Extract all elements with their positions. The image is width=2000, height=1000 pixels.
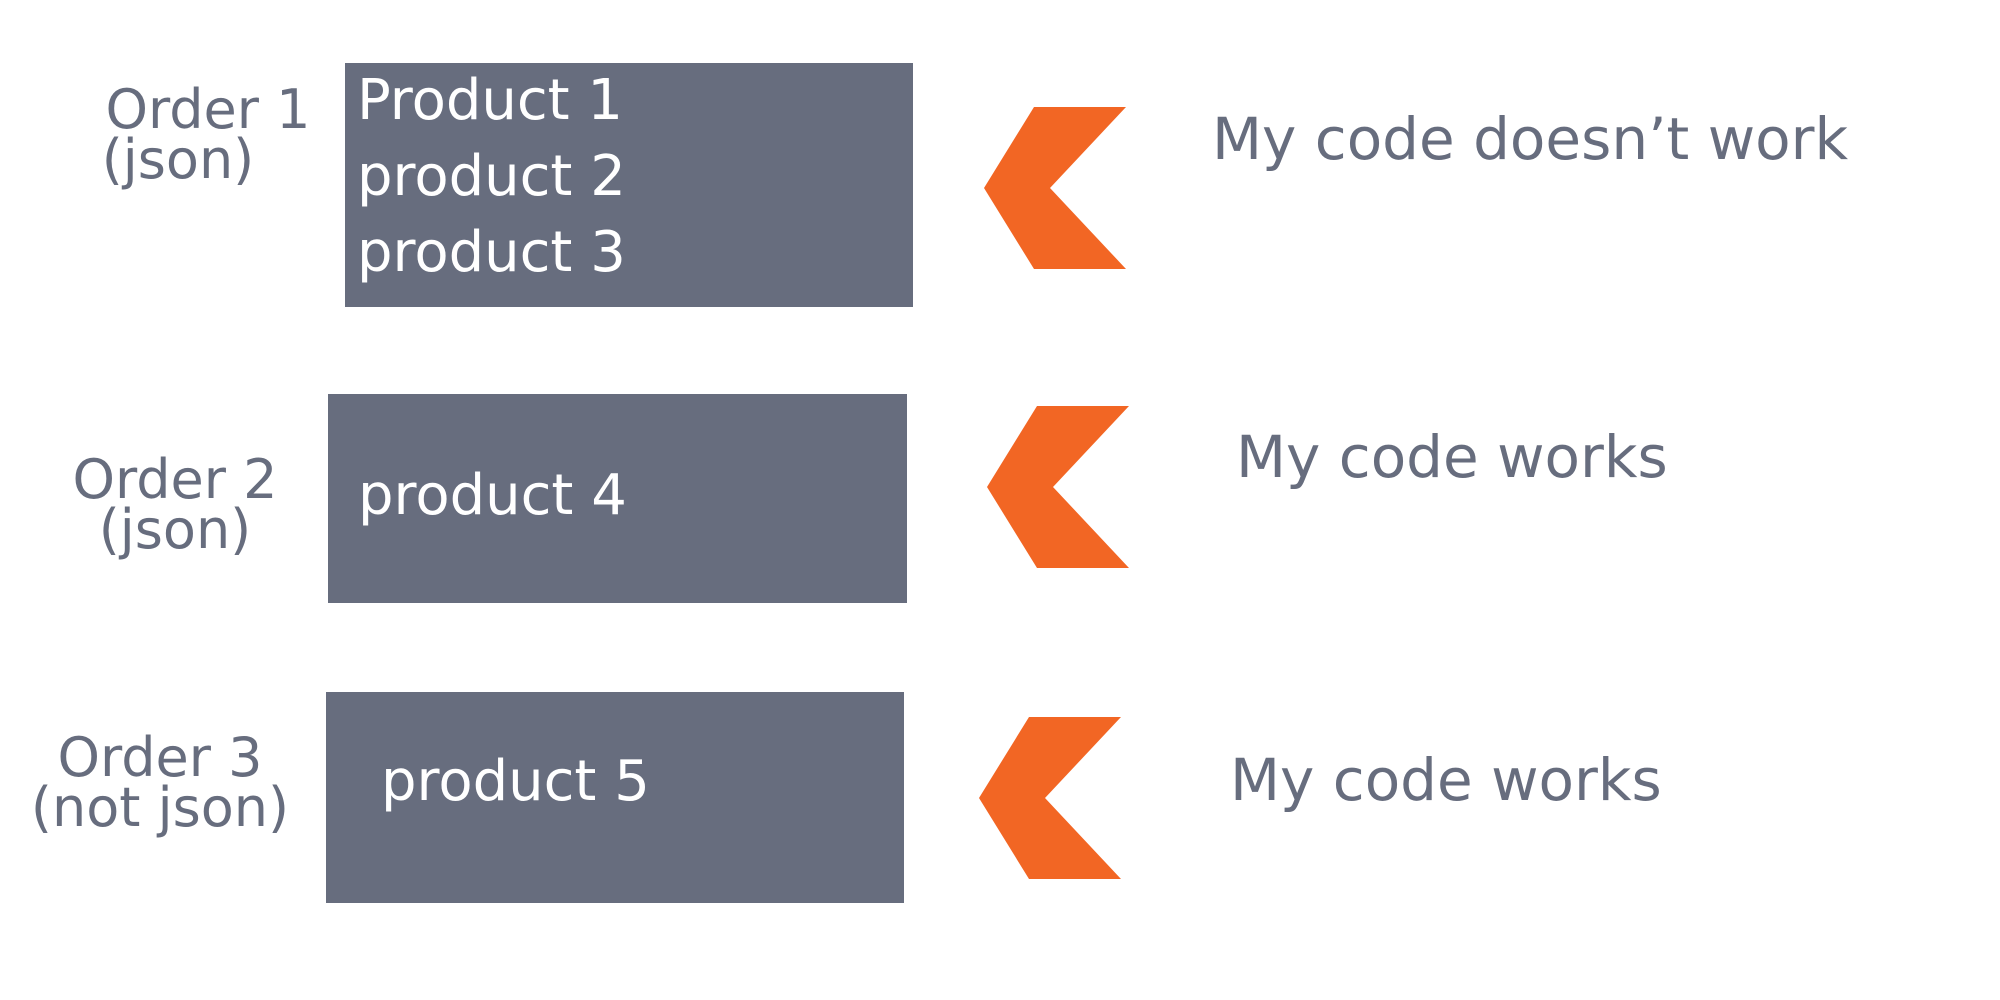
order-2-title: Order 2 [72, 448, 278, 511]
order-3-result: My code works [1230, 746, 1662, 814]
chevron-left-icon [979, 717, 1121, 879]
order-1-title: Order 1 [105, 78, 311, 141]
order-2-result: My code works [1236, 423, 1668, 491]
chevron-left-icon [987, 406, 1129, 568]
product-item: product 3 [357, 220, 626, 285]
order-1-type: (json) [101, 128, 255, 191]
order-3-type: (not json) [30, 776, 290, 839]
order-2-label: Order 2 (json) [55, 448, 295, 561]
product-item: product 5 [381, 749, 650, 814]
order-3-box: product 5 [326, 692, 904, 903]
chevron-left-icon [984, 107, 1126, 269]
order-3-title: Order 3 [57, 726, 263, 789]
order-1-box: Product 1 product 2 product 3 [345, 63, 913, 307]
product-item: product 4 [358, 463, 627, 528]
order-1-result: My code doesn’t work [1212, 105, 1849, 173]
product-item: Product 1 [357, 68, 624, 133]
order-3-label: Order 3 (not json) [10, 726, 310, 839]
order-2-type: (json) [98, 498, 252, 561]
order-1-label: Order 1 (json) [88, 78, 328, 187]
product-item: product 2 [357, 144, 626, 209]
order-2-box: product 4 [328, 394, 907, 603]
